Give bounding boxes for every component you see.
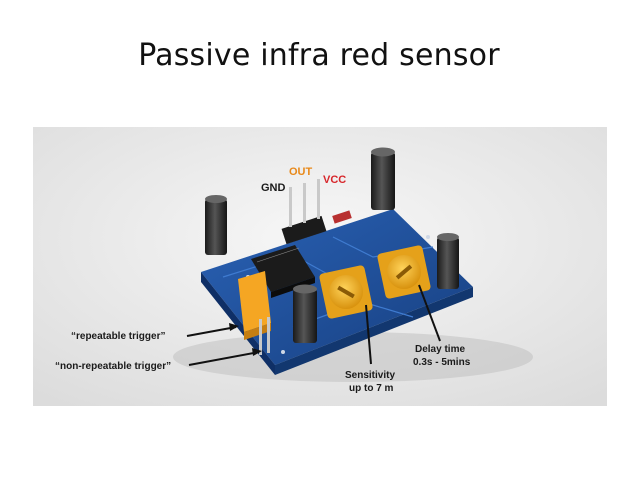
trigger-jumper: [238, 271, 271, 355]
out-label: OUT: [289, 166, 313, 178]
sensitivity-label-line2: up to 7 m: [349, 383, 394, 394]
pin-header: [281, 179, 327, 245]
sensitivity-potentiometer: [319, 265, 373, 319]
ic-chip: [251, 245, 315, 298]
gnd-label: GND: [261, 182, 286, 194]
sensor-photo: GND OUT VCC “repeatable trigger” “non-re…: [33, 127, 607, 406]
arrow-head-repeatable: [229, 323, 239, 331]
sensitivity-label-line1: Sensitivity: [345, 370, 395, 381]
delay-potentiometer: [377, 245, 431, 299]
delay-time-label-line1: Delay time: [415, 344, 465, 355]
callout-arrows: [186, 284, 441, 366]
capacitor-left: [205, 195, 227, 255]
non-repeatable-trigger-label: “non-repeatable trigger”: [55, 361, 171, 372]
delay-time-label-line2: 0.3s - 5mins: [413, 357, 471, 368]
vcc-label: VCC: [323, 174, 346, 186]
repeatable-trigger-label: “repeatable trigger”: [71, 331, 165, 342]
arrow-head-non-repeatable: [252, 348, 262, 356]
capacitor-right: [437, 233, 459, 289]
capacitor-front: [293, 284, 317, 343]
capacitor-top-right: [371, 147, 395, 210]
smd-resistor: [332, 210, 352, 224]
slide-title: Passive infra red sensor: [138, 38, 500, 73]
